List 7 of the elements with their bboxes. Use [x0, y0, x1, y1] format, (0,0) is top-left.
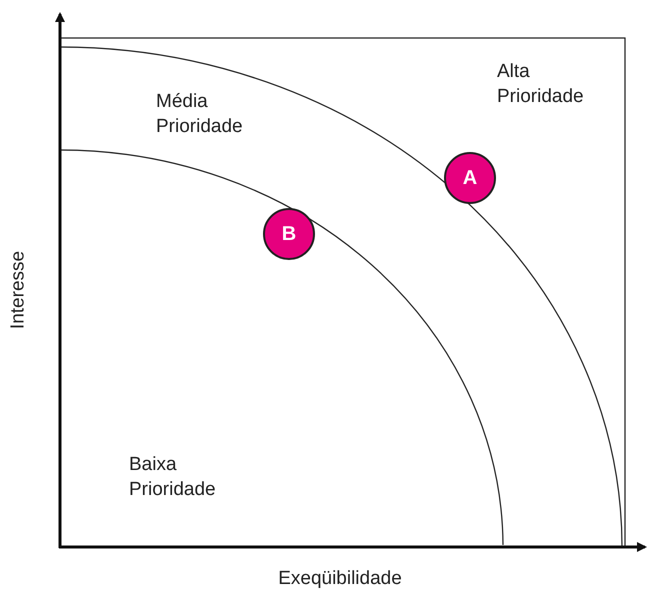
priority-zone-label: Média Prioridade: [156, 90, 244, 139]
axis-label: Interesse: [6, 250, 30, 330]
priority-marker: B: [263, 208, 315, 260]
priority-zone-label: Alta Prioridade: [497, 60, 585, 109]
priority-zone-label: Baixa Prioridade: [129, 453, 217, 502]
priority-marker: A: [444, 152, 496, 204]
axis-label: Exeqüibilidade: [277, 567, 403, 591]
